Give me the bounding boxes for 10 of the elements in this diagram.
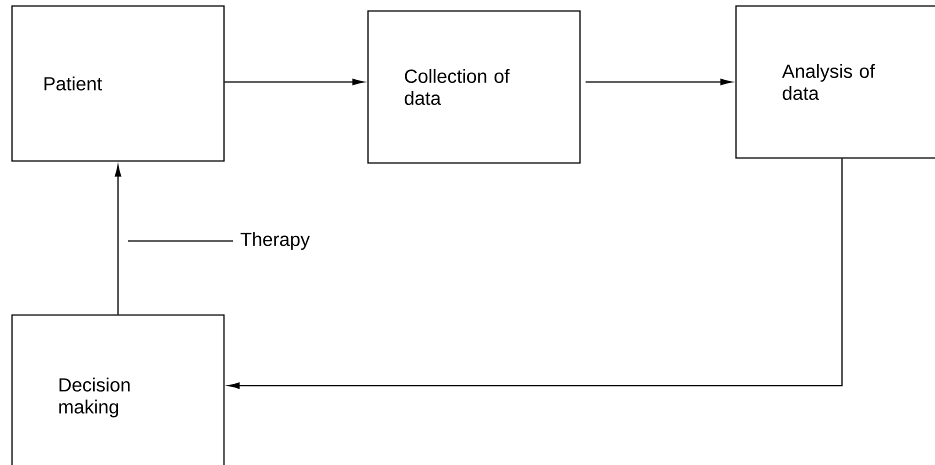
process-box: Analysis of data xyxy=(735,5,935,159)
process-box: Decision making xyxy=(11,314,225,465)
arrow xyxy=(114,165,122,314)
arrow xyxy=(228,158,843,389)
arrow xyxy=(224,78,364,86)
process-box: Patient xyxy=(11,5,225,162)
leader-line xyxy=(128,240,233,242)
process-box: Collection of data xyxy=(367,10,581,164)
callout-text: Therapy xyxy=(240,232,310,250)
arrow xyxy=(586,78,732,86)
